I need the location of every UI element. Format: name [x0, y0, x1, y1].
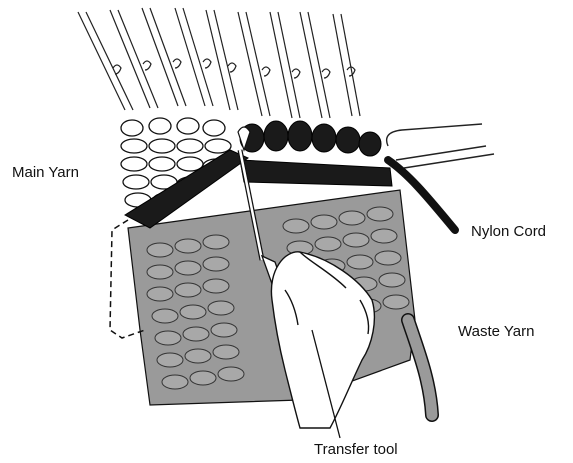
machine-needles [78, 8, 360, 118]
main-yarn-label: Main Yarn [12, 164, 79, 181]
nylon-cord-label: Nylon Cord [471, 223, 546, 240]
machine-rail [387, 124, 494, 168]
transfer-tool-label: Transfer tool [314, 441, 398, 458]
waste-yarn-label: Waste Yarn [458, 323, 534, 340]
